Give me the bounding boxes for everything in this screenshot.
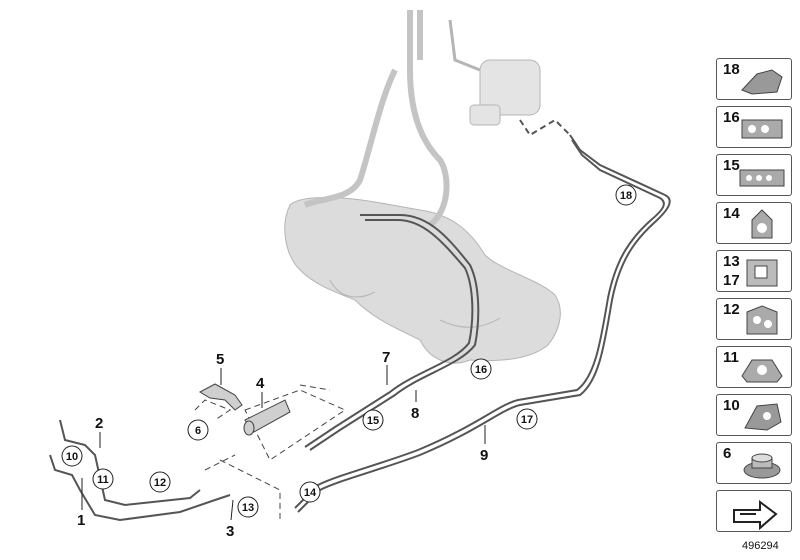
filler-neck (303, 10, 450, 228)
svg-text:18: 18 (620, 190, 632, 202)
legend-item-18: 18 (716, 58, 792, 100)
callout-1: 1 (77, 512, 85, 529)
legend-number: 10 (723, 397, 740, 414)
svg-text:6: 6 (195, 425, 201, 437)
legend-direction-arrow (716, 490, 792, 532)
callout-2: 2 (95, 415, 103, 432)
fuel-line-diagram: 1 2 3 4 5 7 8 9 6 10 11 12 13 14 15 16 1… (49, 10, 671, 540)
legend-number: 16 (723, 109, 740, 126)
callout-3: 3 (226, 523, 234, 540)
reference-number: 496294 (742, 540, 779, 552)
clip-icon (746, 259, 778, 287)
legend-number: 13 (723, 253, 740, 270)
long-fuel-line (294, 118, 671, 513)
charcoal-canister (448, 19, 541, 126)
nut-icon (743, 453, 781, 479)
callout-5: 5 (216, 351, 224, 368)
callout-4: 4 (256, 375, 265, 392)
callout-7: 7 (382, 349, 390, 366)
bracket (198, 383, 243, 411)
legend-item-12: 12 (716, 298, 792, 340)
circled-11: 11 (92, 468, 114, 490)
svg-text:16: 16 (475, 364, 487, 376)
clip-icon (746, 305, 778, 335)
legend-item-11: 11 (716, 346, 792, 388)
svg-text:15: 15 (367, 415, 379, 427)
legend-item-14: 14 (716, 202, 792, 244)
legend-number: 6 (723, 445, 732, 462)
clip-icon (741, 359, 783, 383)
fuel-tank (284, 197, 561, 364)
clip-icon (741, 69, 783, 95)
parts-legend: 18 16 15 14 13 17 12 11 10 6 (716, 58, 796, 538)
circled-15: 15 (362, 409, 384, 431)
circled-14: 14 (299, 481, 321, 503)
circled-17: 17 (516, 408, 538, 430)
legend-item-16: 16 (716, 106, 792, 148)
legend-number-secondary: 17 (723, 272, 740, 289)
callout-8: 8 (411, 405, 419, 422)
assembly-guides (194, 384, 347, 520)
circled-6: 6 (187, 419, 209, 441)
legend-item-10: 10 (716, 394, 792, 436)
direction-arrow-icon (733, 500, 778, 530)
circled-12: 12 (149, 471, 171, 493)
circled-13: 13 (237, 496, 259, 518)
clip-icon (751, 209, 773, 239)
svg-text:12: 12 (154, 477, 166, 489)
callout-9: 9 (480, 447, 488, 464)
svg-text:13: 13 (242, 502, 254, 514)
legend-item-13-17: 13 17 (716, 250, 792, 292)
legend-item-6: 6 (716, 442, 792, 484)
legend-number: 12 (723, 301, 740, 318)
svg-text:14: 14 (304, 487, 317, 499)
legend-number: 18 (723, 61, 740, 78)
legend-number: 15 (723, 157, 740, 174)
clip-icon (744, 403, 782, 431)
svg-text:17: 17 (521, 414, 533, 426)
svg-text:10: 10 (66, 451, 78, 463)
tank-fuel-lines (304, 214, 480, 451)
fuel-filter (243, 399, 291, 436)
legend-number: 14 (723, 205, 740, 222)
svg-text:11: 11 (97, 474, 109, 486)
legend-number: 11 (723, 349, 739, 366)
circled-10: 10 (61, 445, 83, 467)
clip-icon (741, 119, 783, 139)
leader-lines (81, 365, 486, 521)
legend-item-15: 15 (716, 154, 792, 196)
circled-16: 16 (470, 358, 492, 380)
clip-icon (739, 169, 785, 187)
circled-18: 18 (615, 184, 637, 206)
